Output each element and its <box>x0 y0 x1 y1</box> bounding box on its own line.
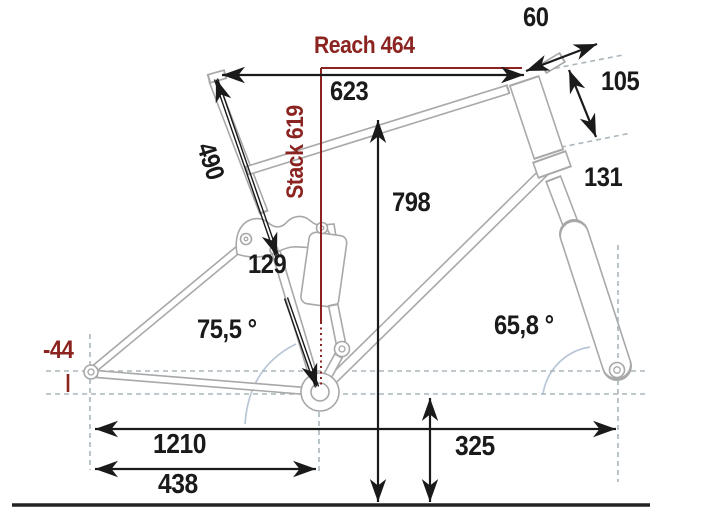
fork-131-label: 131 <box>584 162 623 192</box>
frame-tubes <box>89 51 632 396</box>
head-tube-bottom-dashed-line <box>551 132 632 150</box>
wheelbase-1210-label: 1210 <box>153 428 207 459</box>
bb-height-325-label: 325 <box>455 430 495 461</box>
head-angle-label: 65,8 ° <box>494 310 554 340</box>
front-axle-hole <box>613 366 621 374</box>
stack-label: Stack 619 <box>282 105 309 199</box>
angle-arcs <box>244 343 591 425</box>
reach-stack-lines <box>66 67 522 392</box>
head-angle-arc <box>542 346 591 395</box>
frame-parts <box>83 215 626 412</box>
seat-angle-arc <box>244 343 297 425</box>
rear-axle-hole <box>87 368 95 376</box>
seat-angle-label: 75,5 ° <box>197 314 257 344</box>
bottom-bracket-hole <box>310 382 330 402</box>
reach-label: Reach 464 <box>314 32 415 59</box>
standover-798-label: 798 <box>392 187 431 217</box>
shock-body <box>300 231 348 308</box>
head-tube-top-dashed-line <box>545 54 624 71</box>
bb-drop-label: -44 <box>43 336 74 364</box>
top-tube-623-label: 623 <box>330 76 369 106</box>
stem-60-label: 60 <box>523 2 549 32</box>
link-129-label: 129 <box>248 249 287 279</box>
head-tube-105-label: 105 <box>601 66 640 96</box>
shock-eyelet-hole <box>338 345 346 353</box>
rear-shock-body <box>300 231 348 308</box>
dimension-arrows <box>95 42 616 502</box>
reference-dashed-lines <box>46 54 646 471</box>
shock-shaft <box>322 302 347 380</box>
chainstay-438-label: 438 <box>158 468 198 499</box>
rocker-pivot-left-hole <box>243 236 249 242</box>
rocker-link <box>235 215 339 258</box>
